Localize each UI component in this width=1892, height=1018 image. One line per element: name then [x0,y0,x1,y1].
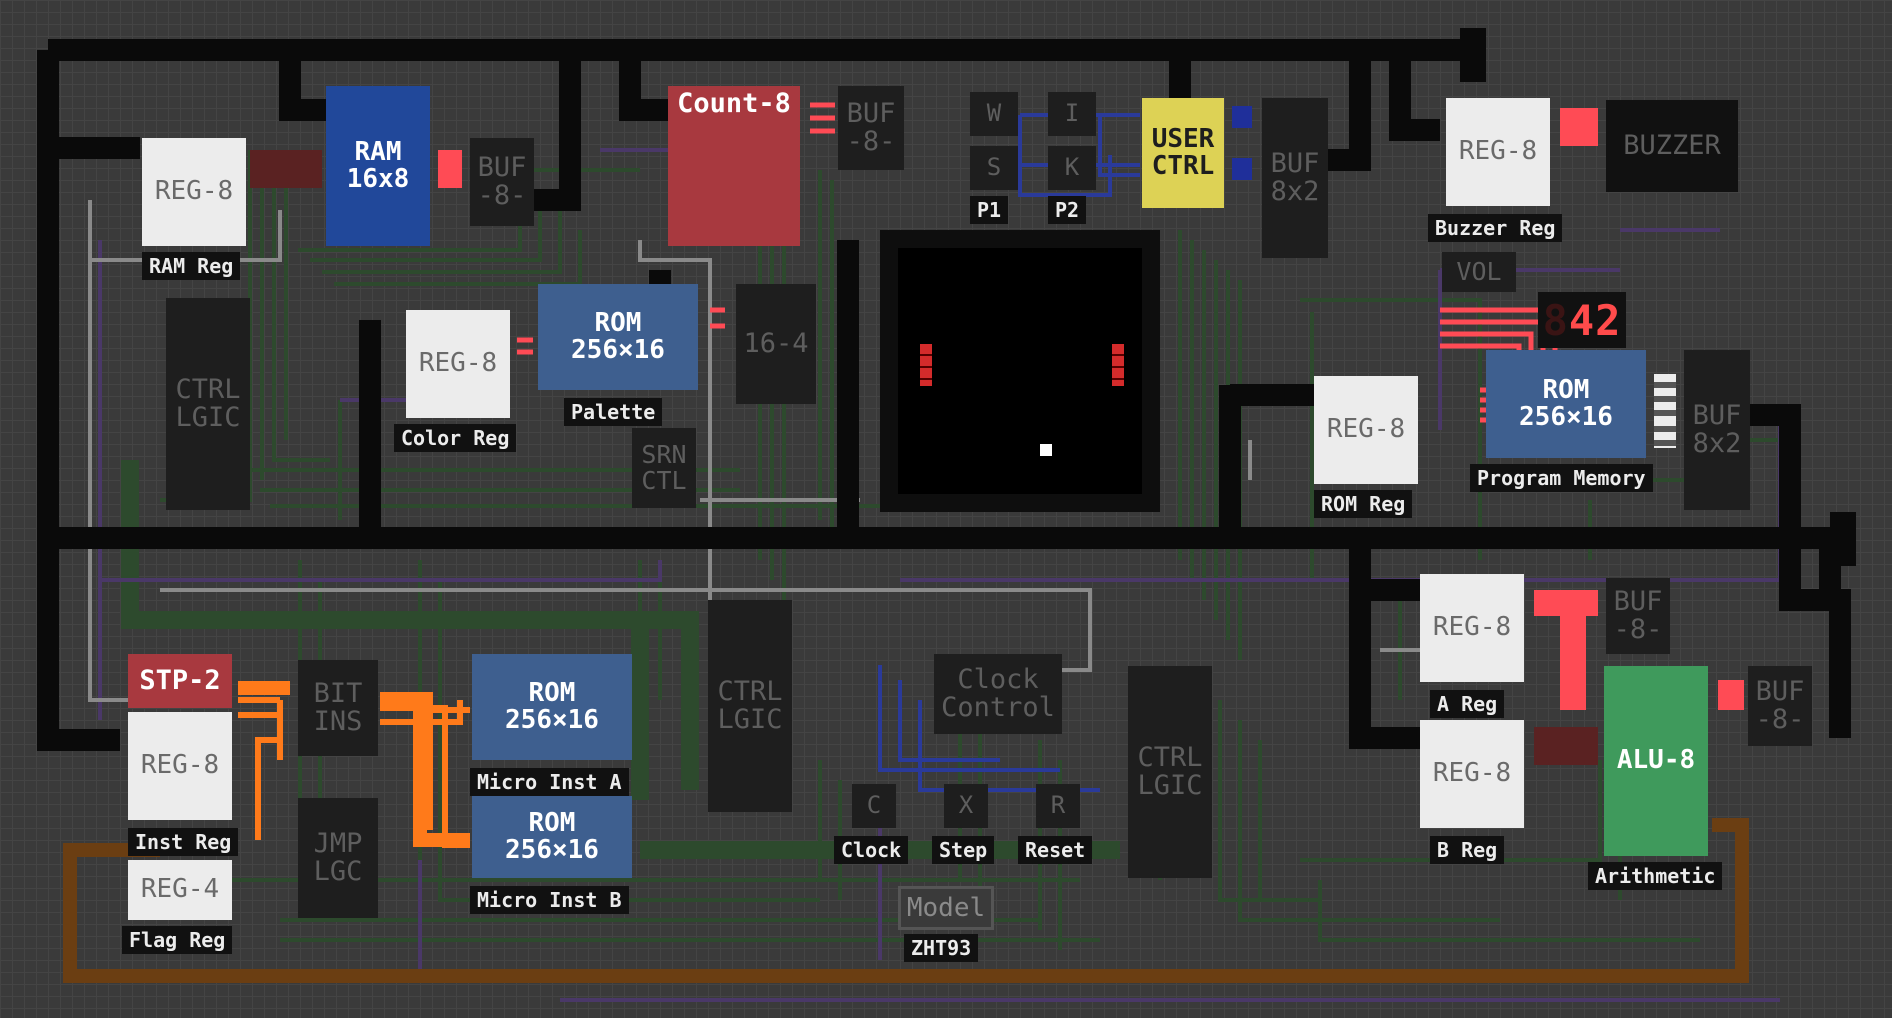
color-register[interactable]: REG-8 [406,310,510,418]
instruction-register-label: Inst Reg [128,828,239,856]
program-memory-label: Program Memory [1470,464,1653,492]
clock-label: Clock [834,836,909,864]
step-button[interactable]: X [944,784,988,828]
player-2-label: P2 [1048,196,1087,224]
input-k-key[interactable]: K [1048,146,1096,190]
step-label: Step [932,836,995,864]
flag-register[interactable]: REG-4 [128,860,232,920]
volume-control[interactable]: VOL [1442,252,1516,292]
user-control[interactable]: USER CTRL [1142,98,1224,208]
control-logic-2[interactable]: CTRL LGIC [708,600,792,812]
flag-register-label: Flag Reg [122,926,233,954]
program-memory-rom[interactable]: ROM 256×16 [1486,350,1646,458]
player-1-label: P1 [970,196,1009,224]
ram-register-label: RAM Reg [142,252,241,280]
jump-logic[interactable]: JMP LGC [298,798,378,918]
input-buffer[interactable]: BUF 8x2 [1262,98,1328,258]
input-w-key[interactable]: W [970,92,1018,136]
control-logic-1[interactable]: CTRL LGIC [166,298,250,510]
right-paddle [1112,344,1124,386]
a-register[interactable]: REG-8 [1420,574,1524,682]
program-bus-a [1654,374,1676,418]
micro-inst-a-label: Micro Inst A [470,768,629,796]
screen-control[interactable]: SRN CTL [632,428,696,508]
micro-inst-b-label: Micro Inst B [470,886,629,914]
model-badge: Model [898,886,994,930]
program-buffer[interactable]: BUF 8x2 [1684,350,1750,510]
game-screen [880,230,1160,512]
screen-area [898,248,1142,494]
left-paddle [920,344,932,386]
clock-button[interactable]: C [852,784,896,828]
input-i-key[interactable]: I [1048,92,1096,136]
input-bus-b [1232,158,1252,180]
palette-rom-label: Palette [564,398,663,426]
micro-inst-a-rom[interactable]: ROM 256×16 [472,654,632,760]
mux-16-to-4[interactable]: 16-4 [736,284,816,404]
ball [1040,444,1052,456]
clock-control[interactable]: Clock Control [934,654,1062,734]
buzzer-register[interactable]: REG-8 [1446,98,1550,206]
counter-8[interactable]: Count-8 [668,86,800,246]
rom-register[interactable]: REG-8 [1314,376,1418,484]
alu-buffer[interactable]: BUF -8- [1748,666,1812,746]
alu-label: Arithmetic [1588,862,1723,890]
a-register-label: A Reg [1430,690,1505,718]
control-logic-3[interactable]: CTRL LGIC [1128,666,1212,878]
stepper-2[interactable]: STP-2 [128,654,232,708]
rom-register-label: ROM Reg [1314,490,1413,518]
reset-label: Reset [1018,836,1093,864]
instruction-register[interactable]: REG-8 [128,712,232,820]
color-register-label: Color Reg [394,424,517,452]
ram-buffer[interactable]: BUF -8- [470,138,534,226]
b-register[interactable]: REG-8 [1420,720,1524,828]
bit-instruction[interactable]: BIT INS [298,660,378,756]
a-buffer[interactable]: BUF -8- [1606,578,1670,654]
palette-rom[interactable]: ROM 256×16 [538,284,698,390]
input-bus-a [1232,106,1252,128]
display-dim-digit: 8 [1542,295,1569,345]
display-digits: 42 [1568,295,1622,345]
alu-8[interactable]: ALU-8 [1604,666,1708,856]
buzzer-register-label: Buzzer Reg [1428,214,1563,242]
program-bus-b [1654,418,1676,448]
input-s-key[interactable]: S [970,146,1018,190]
counter-buffer[interactable]: BUF -8- [838,86,904,170]
buzzer[interactable]: BUZZER [1606,100,1738,192]
ram-register[interactable]: REG-8 [142,138,246,246]
micro-inst-b-rom[interactable]: ROM 256×16 [472,796,632,878]
ram-16x8[interactable]: RAM 16x8 [326,86,430,246]
b-register-label: B Reg [1430,836,1505,864]
reset-button[interactable]: R [1036,784,1080,828]
model-label: ZHT93 [904,934,979,962]
